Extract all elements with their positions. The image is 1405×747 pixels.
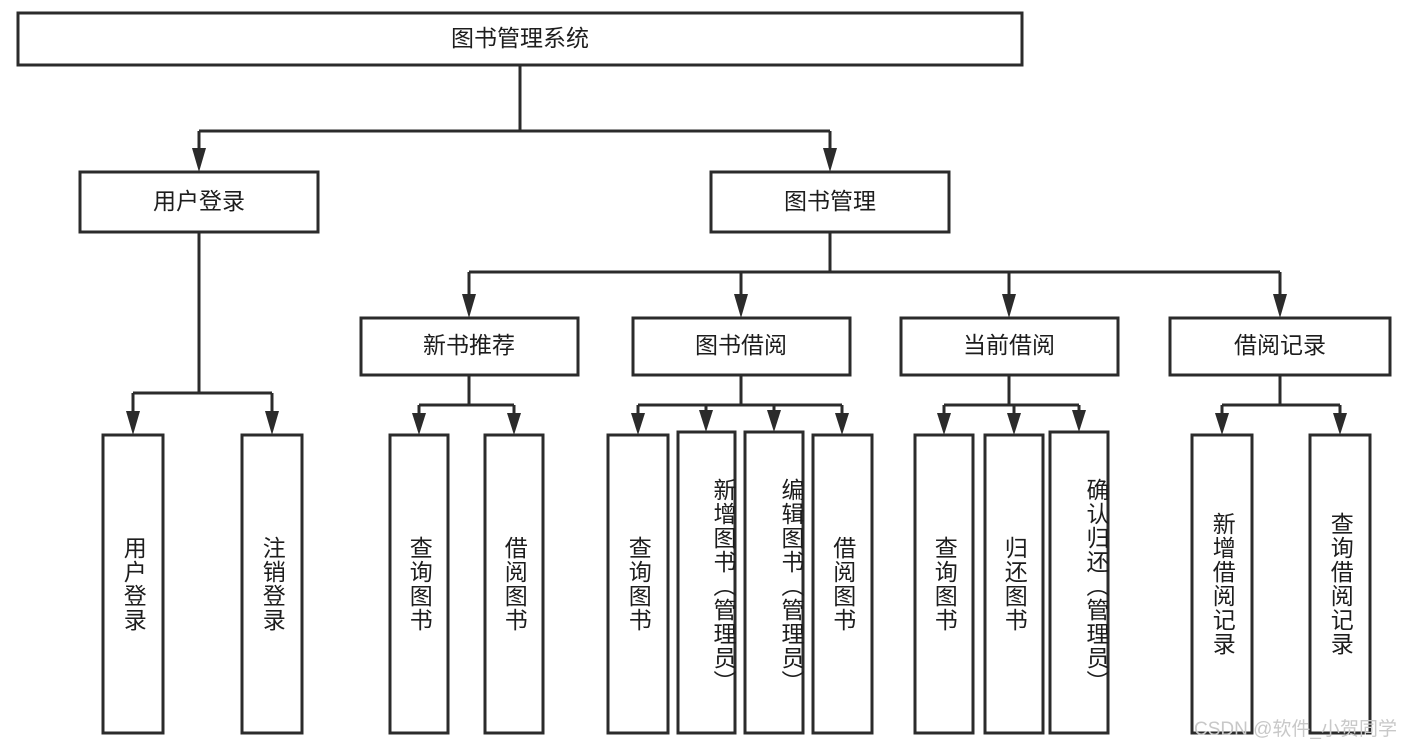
arrow-head-leaf-user-login: [126, 411, 140, 435]
leaf-query-book-recommend-box[interactable]: [388, 433, 450, 735]
node-root[interactable]: 图书管理系统: [16, 11, 1024, 67]
leaf-add-book-admin-box[interactable]: [676, 430, 737, 735]
arrow-head-book-borrow: [734, 294, 748, 318]
node-book-borrow-label: 图书借阅: [695, 332, 787, 358]
leaf-confirm-return-admin-box[interactable]: [1048, 430, 1110, 735]
arrow-head-leaf-add-borrow-record: [1215, 413, 1229, 435]
node-borrow-record-box: [1168, 316, 1392, 377]
leaf-query-borrow-record-box[interactable]: [1308, 433, 1372, 735]
arrow-head-new-book-recommend: [462, 294, 476, 318]
arrow-head-leaf-return-book: [1007, 413, 1021, 435]
node-root-label: 图书管理系统: [451, 25, 589, 51]
node-user-login[interactable]: 用户登录: [78, 170, 320, 234]
leaf-query-book-current-box[interactable]: [913, 433, 975, 735]
arrow-head-leaf-edit-book-admin: [767, 410, 781, 432]
leaf-query-book-borrow-box[interactable]: [606, 433, 670, 735]
arrow-head-borrow-record: [1273, 294, 1287, 318]
node-user-login-label: 用户登录: [153, 188, 245, 214]
arrow-head-leaf-query-book-current: [937, 413, 951, 435]
node-borrow-record-label: 借阅记录: [1234, 332, 1326, 358]
leaf-edit-book-admin-box[interactable]: [743, 430, 805, 735]
node-borrow-record[interactable]: 借阅记录: [1168, 316, 1392, 377]
connector-book-borrow-to-leaves: [631, 375, 849, 435]
node-new-book-recommend-box: [359, 316, 580, 377]
arrow-head-leaf-borrow-book: [835, 413, 849, 435]
node-book-management-box: [709, 170, 951, 234]
node-current-borrow-label: 当前借阅: [963, 332, 1055, 358]
arrow-head-leaf-borrow-book-recommend: [507, 413, 521, 435]
node-book-management[interactable]: 图书管理: [709, 170, 951, 234]
arrow-head-leaf-query-book-recommend: [412, 413, 426, 435]
leaf-return-book-box[interactable]: [983, 433, 1045, 735]
arrow-head-leaf-add-book-admin: [699, 410, 713, 432]
arrow-head-leaf-logout: [265, 411, 279, 435]
arrow-head-user-login: [192, 148, 206, 172]
connector-root-to-level2: [192, 65, 837, 172]
leaf-logout-box[interactable]: [240, 433, 304, 735]
watermark-text: CSDN @软件_小贺同学: [1194, 719, 1397, 740]
connector-borrow-record-to-leaves: [1215, 375, 1347, 435]
connector-new-book-to-leaves: [412, 375, 521, 435]
node-root-box: [16, 11, 1024, 67]
leaf-borrow-book-recommend-box[interactable]: [483, 433, 545, 735]
connector-book-management-to-level3: [462, 232, 1287, 318]
node-new-book-recommend-label: 新书推荐: [423, 332, 515, 358]
connector-current-borrow-to-leaves: [937, 375, 1086, 435]
node-book-borrow-box: [631, 316, 852, 377]
node-book-management-label: 图书管理: [784, 188, 876, 214]
leaf-user-login-box[interactable]: [101, 433, 165, 735]
node-user-login-box: [78, 170, 320, 234]
connector-user-login-to-leaves: [126, 232, 279, 435]
arrow-head-current-borrow: [1002, 294, 1016, 318]
node-current-borrow-box: [899, 316, 1120, 377]
arrow-head-leaf-confirm-return-admin: [1072, 410, 1086, 432]
arrow-head-leaf-query-borrow-record: [1333, 413, 1347, 435]
node-new-book-recommend[interactable]: 新书推荐: [359, 316, 580, 377]
arrow-head-book-management: [823, 148, 837, 172]
arrow-head-leaf-query-book-borrow: [631, 413, 645, 435]
leaf-borrow-book-box[interactable]: [811, 433, 874, 735]
node-current-borrow[interactable]: 当前借阅: [899, 316, 1120, 377]
leaf-add-borrow-record-box[interactable]: [1190, 433, 1254, 735]
node-book-borrow[interactable]: 图书借阅: [631, 316, 852, 377]
